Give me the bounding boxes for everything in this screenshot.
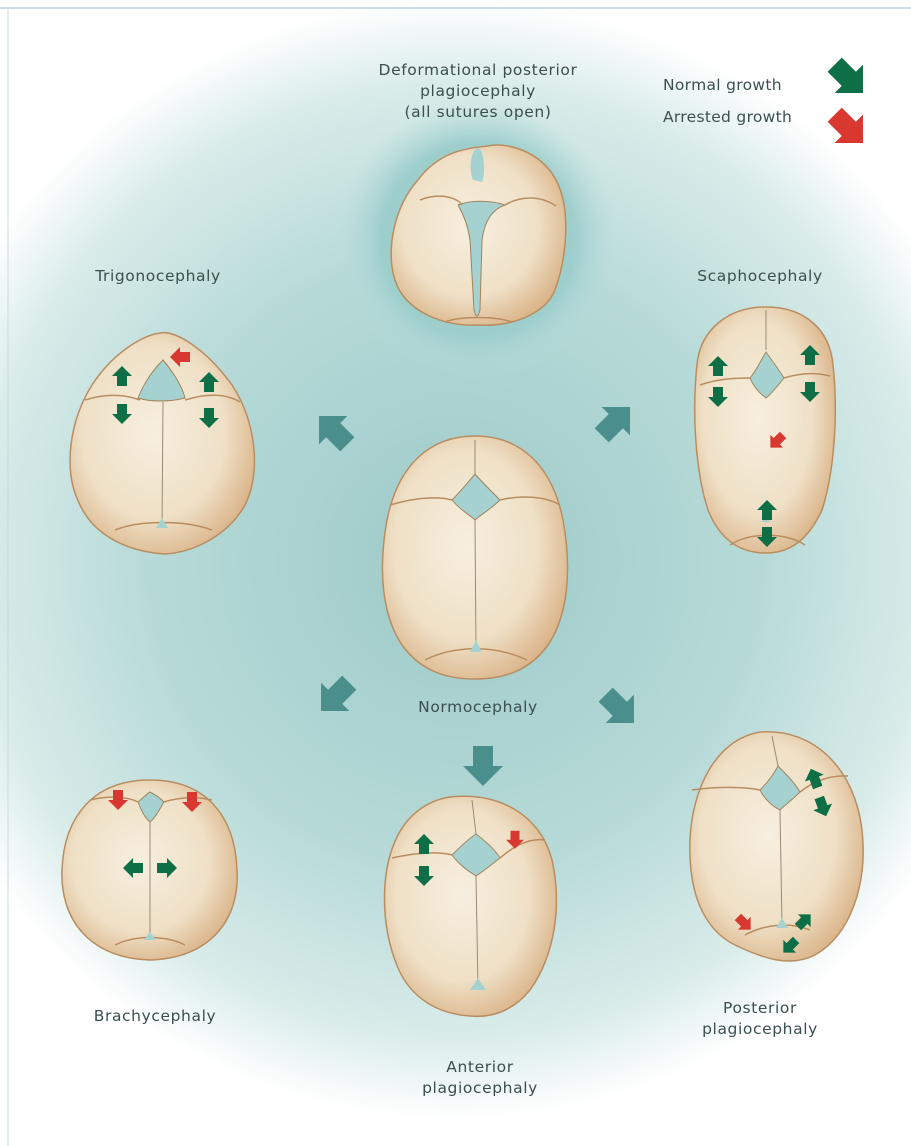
legend-arrested-growth-label: Arrested growth (663, 108, 792, 126)
label-scaphocephaly: Scaphocephaly (660, 266, 860, 287)
skull-posterior-plagiocephaly (690, 732, 863, 961)
skull-normocephaly (382, 436, 567, 679)
label-brachycephaly: Brachycephaly (55, 1006, 255, 1027)
label-trigonocephaly: Trigonocephaly (58, 266, 258, 287)
label-normocephaly: Normocephaly (378, 697, 578, 718)
label-deformational-posterior-plagiocephaly: Deformational posterior plagiocephaly (a… (328, 60, 628, 123)
skull-anterior-plagiocephaly (385, 796, 557, 1016)
label-anterior-plagiocephaly: Anterior plagiocephaly (380, 1057, 580, 1099)
label-posterior-plagiocephaly: Posterior plagiocephaly (660, 998, 860, 1040)
skull-brachycephaly (62, 780, 237, 960)
legend-normal-growth-label: Normal growth (663, 76, 782, 94)
